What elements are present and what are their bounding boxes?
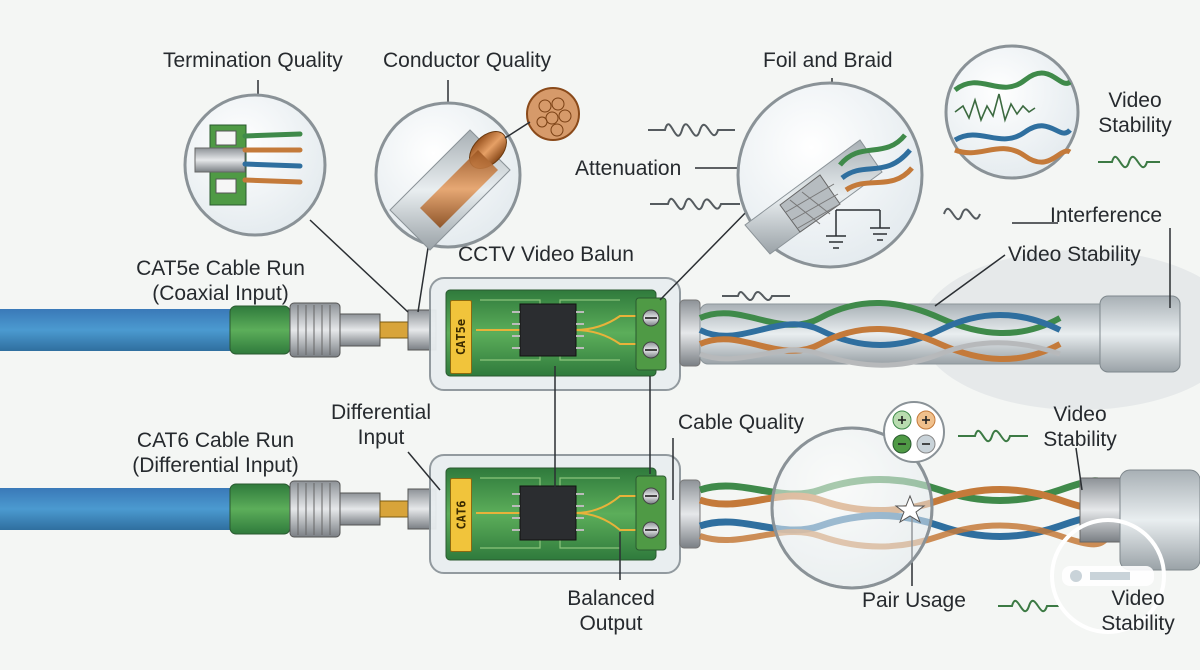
cat6-chip: CAT6	[450, 478, 472, 552]
foil-and-braid-magnifier	[736, 81, 924, 269]
ground-symbol-icon	[826, 209, 890, 249]
termination-quality-magnifier	[183, 93, 327, 237]
signal-wave-icon	[648, 123, 1160, 613]
cat5e-chip-label: CAT5e	[454, 318, 468, 356]
cat6-cable-run-label: CAT6 Cable Run(Differential Input)	[132, 429, 299, 477]
cat5e-chip: CAT5e	[450, 300, 472, 374]
conductor-quality-magnifier	[374, 87, 580, 251]
key-badge-icon	[1050, 518, 1166, 634]
plus-minus-polarity-icon	[883, 401, 945, 463]
interference-label: Interference	[1050, 204, 1163, 227]
conductor-quality-label: Conductor Quality	[383, 49, 552, 72]
foil-and-braid-label: Foil and Braid	[763, 49, 893, 72]
top-balun-housing	[429, 277, 701, 391]
cat6-chip-label: CAT6	[454, 500, 468, 530]
bottom-balun-housing	[429, 454, 701, 574]
bottom-input-cable	[0, 480, 437, 538]
cctv-video-balun-label: CCTV Video Balun	[458, 243, 634, 266]
cable-quality-label: Cable Quality	[678, 411, 805, 434]
star-icon	[894, 494, 926, 524]
cat5e-cable-run-label: CAT5e Cable Run(Coaxial Input)	[136, 257, 305, 305]
interference-magnifier	[944, 44, 1080, 180]
pair-usage-magnifier	[770, 426, 934, 590]
video-stability-mid-label: Video Stability	[1008, 243, 1141, 266]
pair-usage-label: Pair Usage	[862, 589, 966, 612]
top-output-cable	[698, 295, 1181, 373]
termination-quality-label: Termination Quality	[163, 49, 343, 72]
attenuation-label: Attenuation	[575, 157, 682, 180]
